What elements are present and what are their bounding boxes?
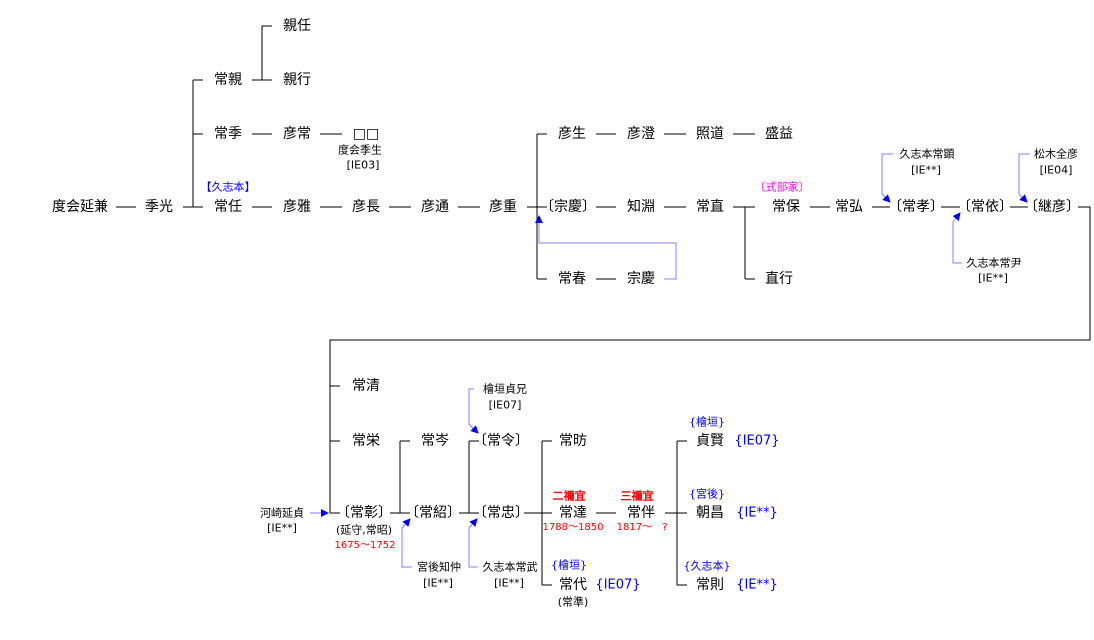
note-kawasaki-nobusada: 河崎延貞 bbox=[260, 506, 304, 520]
person-tsunechika: 常親 bbox=[214, 72, 242, 88]
tag-miyajiri: {宮後} bbox=[689, 487, 725, 501]
person-tsunenao: 常直 bbox=[696, 199, 724, 215]
person-terumichi: 照道 bbox=[696, 126, 724, 142]
tag-shikibu: 〔式部家〕 bbox=[754, 180, 810, 194]
note-ie: [IE**] bbox=[267, 521, 297, 535]
note-ie: [IE**] bbox=[978, 271, 1008, 285]
person-tsunenori-adopted: 〔常令〕 bbox=[473, 433, 529, 449]
tag-kushimoto: {久志本} bbox=[683, 559, 731, 573]
person-chikato: 親任 bbox=[283, 18, 311, 34]
person-tsunetomo: 常伴 bbox=[627, 505, 655, 521]
person-tsuneaki: 〔常彰〕 bbox=[336, 505, 392, 521]
tag-higaki: {檜垣} bbox=[689, 415, 725, 429]
person-watarai-nobukane: 度会延兼 bbox=[52, 199, 108, 215]
tag-kushimoto: 【久志本】 bbox=[200, 180, 256, 194]
note-tsuneaki-alt: (延守,常昭) bbox=[335, 523, 393, 537]
note-tsuneyo-ie: {IE07} bbox=[595, 577, 641, 593]
person-tsunemine: 常岑 bbox=[421, 433, 449, 449]
note-matsuki-masahiko: 松木全彦 bbox=[1034, 147, 1078, 161]
note-ie03: [IE03] bbox=[346, 158, 380, 172]
lineage-lines bbox=[116, 25, 1091, 586]
person-tsuneharu: 常春 bbox=[558, 271, 586, 287]
years-tsuneaki: 1675～1752 bbox=[334, 540, 396, 551]
tag-higaki: {檜垣} bbox=[551, 558, 587, 572]
note-tsuneyo-alt: (常準) bbox=[557, 595, 589, 609]
person-tsuguhiko: 〔継彦〕 bbox=[1024, 199, 1080, 215]
note-ie: [IE**] bbox=[494, 576, 524, 590]
person-tsuneaki2: 常昉 bbox=[559, 433, 587, 449]
note-kushimoto-tsunetada: 久志本常尹 bbox=[966, 256, 1022, 270]
note-kushimoto-tsuneaki: 久志本常顕 bbox=[899, 147, 955, 161]
person-hikomichi: 彦通 bbox=[421, 199, 449, 215]
person-tomofuchi: 知淵 bbox=[627, 199, 655, 215]
title-ninegi: 二禰宜 bbox=[552, 489, 586, 503]
person-tsunetada: 〔常忠〕 bbox=[473, 505, 529, 521]
person-tsunehiro: 常弘 bbox=[835, 199, 863, 215]
adoption-arrows bbox=[310, 153, 1030, 568]
person-hikozumi: 彦澄 bbox=[627, 126, 655, 142]
note-ie: [IE**] bbox=[911, 163, 941, 177]
person-hikonaga: 彦長 bbox=[352, 199, 380, 215]
note-ie: [IE**] bbox=[423, 576, 453, 590]
person-tsunesue: 常季 bbox=[214, 126, 242, 142]
person-tsuneyo: 常代 bbox=[559, 577, 587, 593]
person-tomomasa: 朝昌 bbox=[696, 505, 724, 521]
person-chikayuki: 親行 bbox=[283, 72, 311, 88]
person-muneyoshi: 宗慶 bbox=[627, 271, 655, 287]
person-hikomasa: 彦雅 bbox=[283, 199, 311, 215]
note-sadakata-ie: {IE07} bbox=[734, 433, 780, 449]
person-tsuneyori: 〔常依〕 bbox=[957, 199, 1013, 215]
person-tsunetaka: 〔常孝〕 bbox=[888, 199, 944, 215]
note-ie04: [IE04] bbox=[1039, 163, 1073, 177]
years-tsunetomo: 1817～ ? bbox=[616, 522, 668, 533]
note-higaki-sadae: 檜垣貞兄 bbox=[483, 382, 527, 396]
person-tsuneyasu: 常保 bbox=[772, 199, 800, 215]
person-tsunenori: 常則 bbox=[696, 577, 724, 593]
person-hikotsune: 彦常 bbox=[283, 126, 311, 142]
person-tsuneto: 常任 bbox=[214, 199, 242, 215]
note-ie07: [IE07] bbox=[488, 398, 522, 412]
title-sannegi: 三禰宜 bbox=[620, 489, 654, 503]
person-tsunehisa: 常栄 bbox=[352, 433, 380, 449]
note-tomomasa-ie: {IE**} bbox=[736, 505, 778, 521]
person-tsunekiyo: 常清 bbox=[352, 378, 380, 394]
person-hikonari: 彦生 bbox=[558, 126, 586, 142]
note-watarai-suenari: 度会季生 bbox=[338, 143, 382, 157]
person-muneyoshi-adopted: 〔宗慶〕 bbox=[540, 199, 596, 215]
person-unknown: □□ bbox=[352, 126, 380, 142]
note-miyajiri-tomonaka: 宮後知仲 bbox=[417, 560, 461, 574]
years-tsunesato: 1788～1850 bbox=[542, 522, 604, 533]
person-suemitsu: 季光 bbox=[145, 199, 173, 215]
person-sadakata: 貞賢 bbox=[696, 433, 724, 449]
person-hikoshige: 彦重 bbox=[489, 199, 517, 215]
person-tsunesato: 常達 bbox=[559, 505, 587, 521]
person-tsunetsugu: 〔常紹〕 bbox=[405, 505, 461, 521]
note-kushimoto-tsunetake: 久志本常武 bbox=[482, 560, 538, 574]
note-tsunenori-ie: {IE**} bbox=[736, 577, 778, 593]
person-naoyuki: 直行 bbox=[765, 271, 793, 287]
person-moriyasu: 盛益 bbox=[765, 126, 793, 142]
